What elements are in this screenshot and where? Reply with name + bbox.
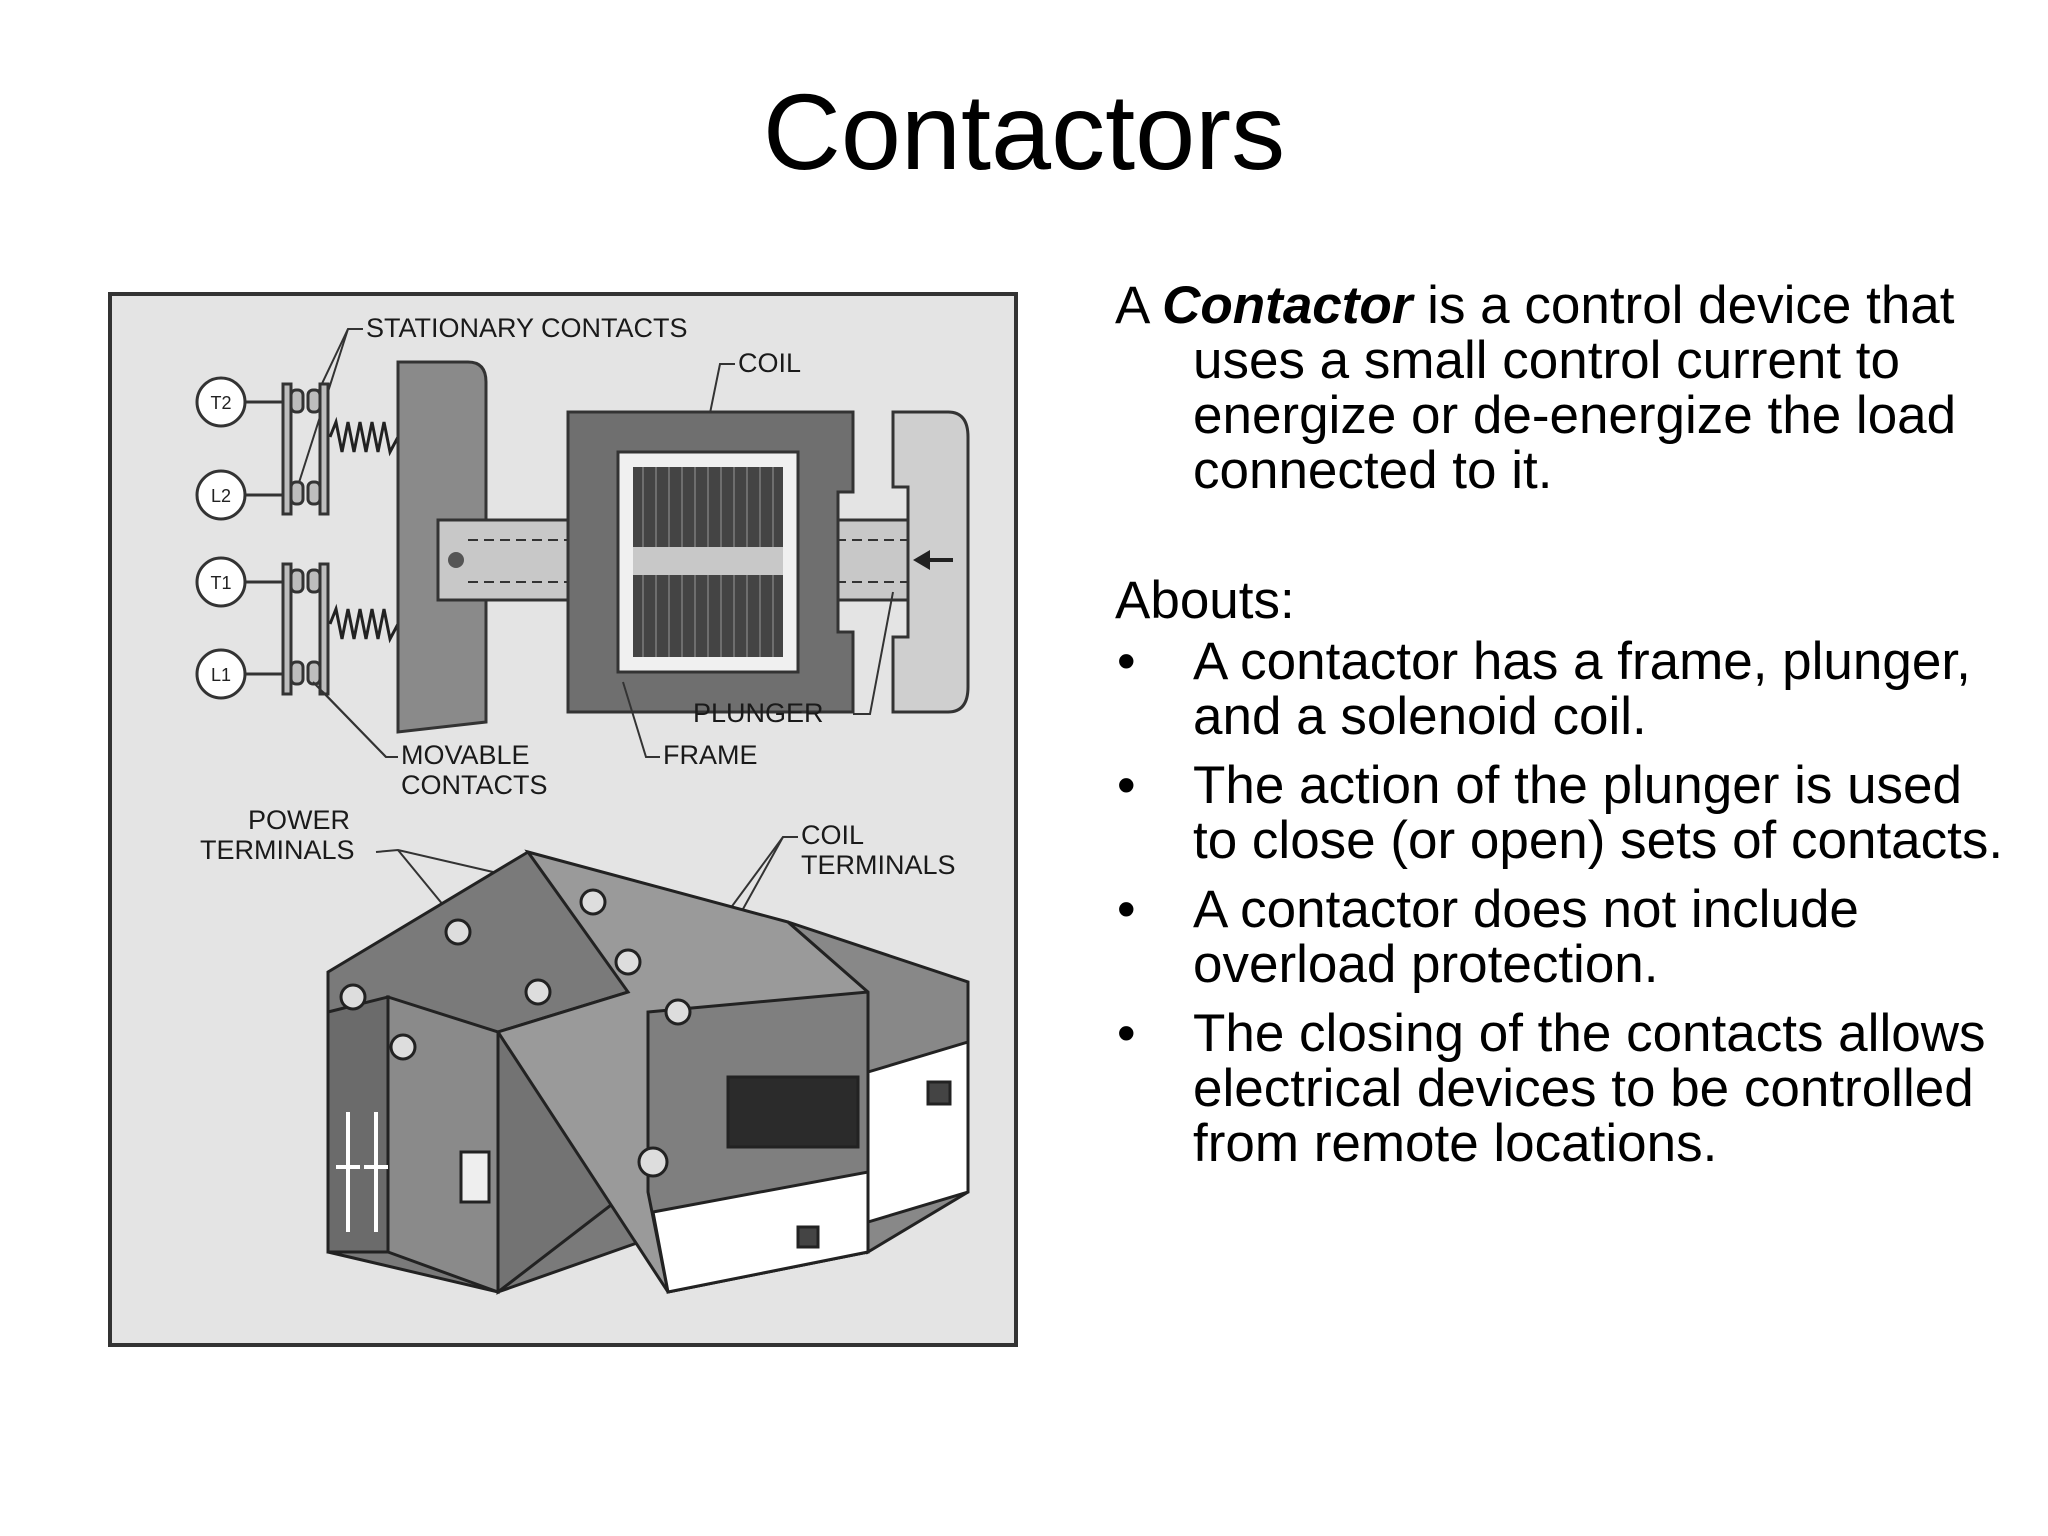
label-plunger: PLUNGER	[693, 698, 824, 728]
list-item: • The action of the plunger is used to cl…	[1115, 758, 2015, 868]
bullet-text: A contactor has a frame, plunger, and a …	[1193, 632, 1971, 746]
intro-paragraph: A Contactor is a control device that use…	[1115, 278, 2015, 498]
terminal-t1: T1	[210, 573, 231, 593]
label-coil: COIL	[738, 348, 801, 378]
intro-rest: is a control device that uses a small co…	[1193, 276, 1957, 500]
list-item: • The closing of the contacts allows elec…	[1115, 1006, 2015, 1171]
label-coil-terminals-2: TERMINALS	[801, 850, 956, 880]
abouts-label: Abouts:	[1115, 571, 1295, 630]
label-coil-terminals-1: COIL	[801, 820, 864, 850]
intro-prefix: A	[1115, 276, 1163, 335]
list-item: • A contactor has a frame, plunger, and a…	[1115, 634, 2015, 744]
list-item: • A contactor does not include overload p…	[1115, 882, 2015, 992]
terminal-circles: T2 L2 T1 L1	[195, 376, 247, 700]
bullet-text: The action of the plunger is used to clo…	[1193, 756, 2004, 870]
label-power-terminals-2: TERMINALS	[200, 835, 355, 865]
bullet-symbol: •	[1117, 880, 1136, 939]
bullet-text: The closing of the contacts allows elect…	[1193, 1004, 1986, 1173]
label-stationary-contacts: STATIONARY CONTACTS	[366, 313, 688, 343]
terminal-l1: L1	[211, 665, 231, 685]
contactor-diagram: STATIONARY CONTACTS COIL T2 L2 T1 L1	[108, 292, 1018, 1347]
terminal-l2: L2	[211, 486, 231, 506]
bullet-symbol: •	[1117, 756, 1136, 815]
bullet-symbol: •	[1117, 632, 1136, 691]
label-movable-contacts-1: MOVABLE	[401, 740, 530, 770]
terminal-t2: T2	[210, 393, 231, 413]
slide-title: Contactors	[762, 71, 1286, 192]
bullet-list: • A contactor has a frame, plunger, and a…	[1115, 634, 2015, 1171]
bullet-symbol: •	[1117, 1004, 1136, 1063]
label-movable-contacts-2: CONTACTS	[401, 770, 548, 800]
contactor-term: Contactor	[1162, 276, 1413, 335]
bullet-text: A contactor does not include overload pr…	[1193, 880, 1859, 994]
contactor-body-illustration	[326, 849, 970, 1296]
slide-body: A Contactor is a control device that use…	[1115, 278, 2015, 1185]
label-power-terminals-1: POWER	[248, 805, 350, 835]
label-frame: FRAME	[663, 740, 758, 770]
